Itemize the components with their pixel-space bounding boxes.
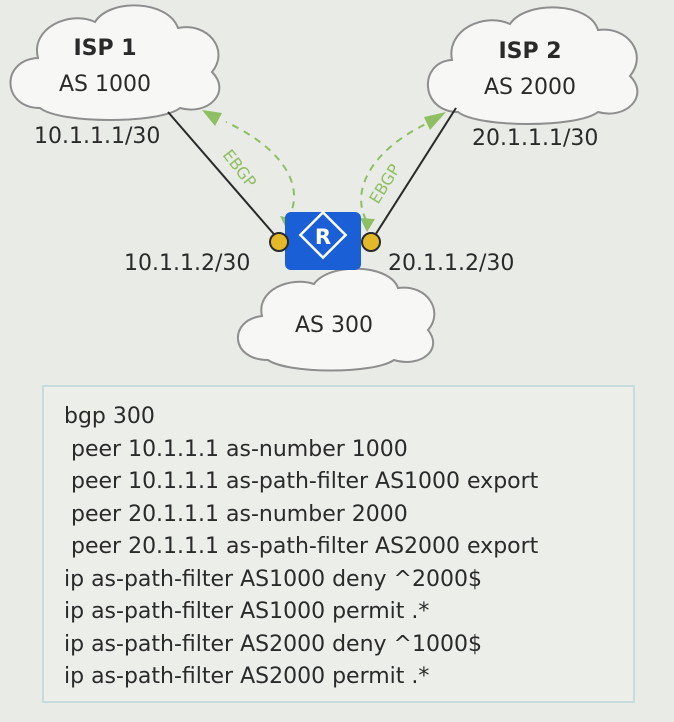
isp2-name: ISP 2 <box>498 39 561 64</box>
isp2-ip-address: 20.1.1.1/30 <box>472 126 598 151</box>
router-label: R <box>315 225 331 249</box>
link-isp1-router <box>167 111 280 241</box>
config-line: ip as-path-filter AS2000 deny ^1000$ <box>64 631 482 657</box>
ebgp-session-left: EBGP <box>202 110 295 232</box>
link-isp2-router <box>371 107 457 241</box>
isp2-cloud: ISP 2 AS 2000 <box>427 6 639 125</box>
config-line: peer 10.1.1.1 as-number 1000 <box>64 436 408 462</box>
config-line: peer 10.1.1.1 as-path-filter AS1000 expo… <box>64 469 539 494</box>
config-line: peer 20.1.1.1 as-path-filter AS2000 expo… <box>64 534 539 559</box>
bgp-config-box: bgp 300 peer 10.1.1.1 as-number 1000 pee… <box>42 385 635 703</box>
network-topology-diagram: ISP 1 AS 1000 ISP 2 AS 2000 AS 300 EBGP … <box>9 4 639 372</box>
interface-dot-right <box>361 232 381 252</box>
as300-cloud: AS 300 <box>236 267 436 372</box>
config-line: peer 20.1.1.1 as-number 2000 <box>64 501 408 527</box>
arrow-up-right-icon <box>424 112 446 130</box>
ebgp-label-left: EBGP <box>219 146 261 192</box>
local-ip-right: 20.1.1.2/30 <box>388 251 514 276</box>
arrow-down-icon <box>360 218 375 232</box>
config-line: ip as-path-filter AS1000 deny ^2000$ <box>64 566 482 592</box>
config-line: ip as-path-filter AS1000 permit .* <box>64 599 430 624</box>
local-as-number: AS 300 <box>295 313 373 338</box>
arrow-up-left-icon <box>202 110 222 126</box>
interface-dot-left <box>269 232 289 252</box>
isp2-as-number: AS 2000 <box>484 75 576 100</box>
config-line: bgp 300 <box>64 404 155 429</box>
isp1-ip-address: 10.1.1.1/30 <box>34 124 160 149</box>
router-icon: R <box>285 210 361 270</box>
isp1-as-number: AS 1000 <box>59 72 151 97</box>
config-line: ip as-path-filter AS2000 permit .* <box>64 664 430 689</box>
local-ip-left: 10.1.1.2/30 <box>124 251 250 276</box>
isp1-name: ISP 1 <box>73 36 136 61</box>
isp1-cloud: ISP 1 AS 1000 <box>9 4 221 121</box>
ebgp-session-right: EBGP <box>360 112 446 232</box>
